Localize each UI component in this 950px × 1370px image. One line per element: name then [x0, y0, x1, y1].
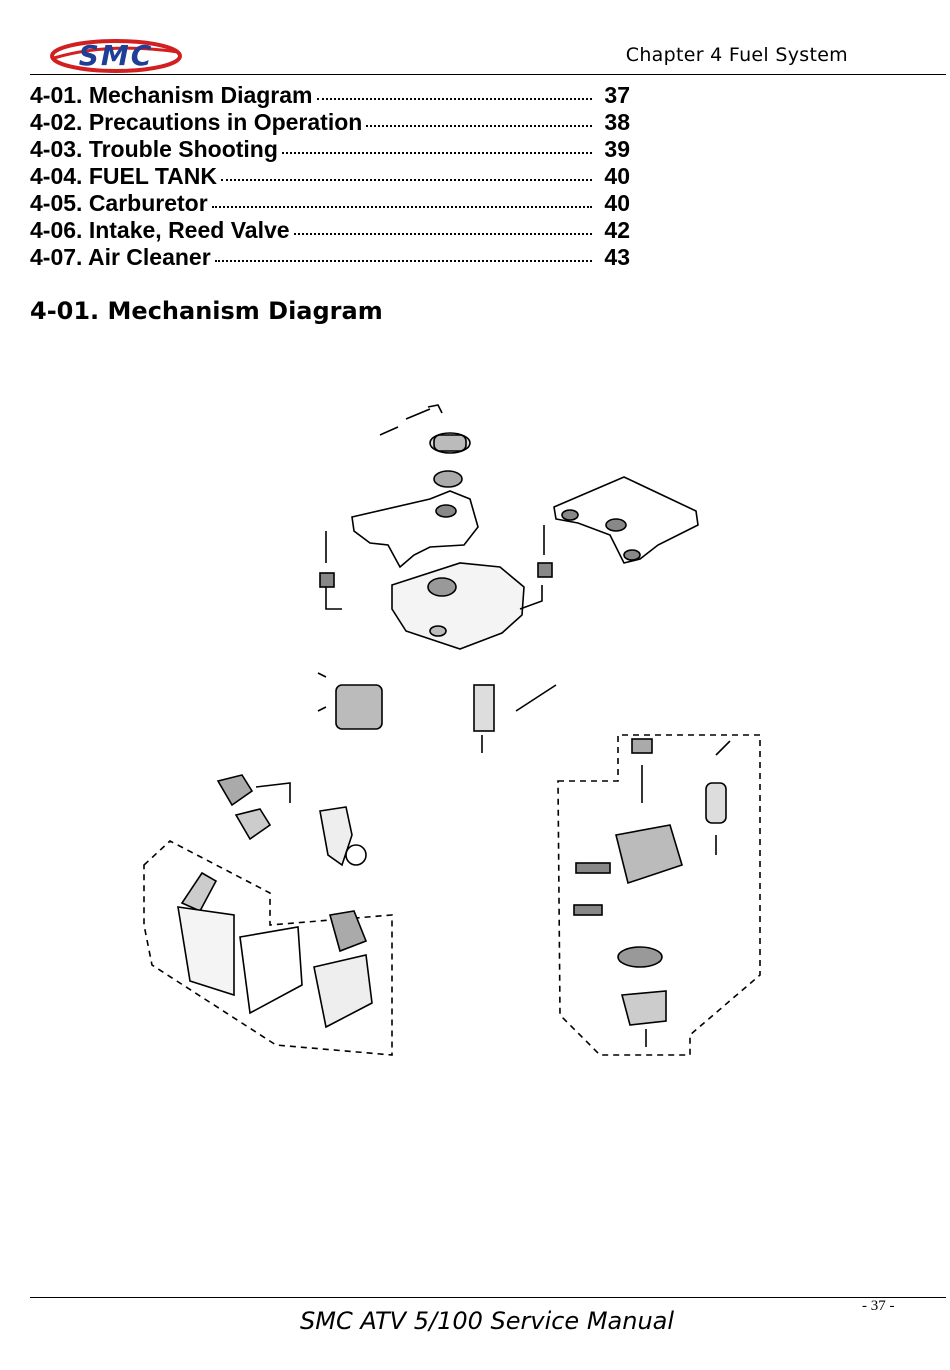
toc-entry[interactable]: 4-07. Air Cleaner 43: [30, 244, 630, 271]
toc-leader-dots: [221, 179, 592, 181]
toc-entry-label: 4-02. Precautions in Operation: [30, 109, 363, 135]
section-title: 4-01. Mechanism Diagram: [30, 297, 383, 325]
toc-leader-dots: [293, 233, 592, 235]
air-cleaner-group-outline: [143, 840, 393, 1056]
footer-divider: [30, 1297, 946, 1298]
smc-logo: SMC: [48, 36, 184, 76]
tank-plate-left-part: [351, 490, 479, 569]
svg-text:SMC: SMC: [79, 39, 154, 72]
toc-entry[interactable]: 4-04. FUEL TANK 40: [30, 163, 630, 190]
toc-entry-label: 4-06. Intake, Reed Valve: [30, 217, 290, 243]
toc-entry-page: 43: [604, 244, 630, 270]
toc-entry[interactable]: 4-02. Precautions in Operation 38: [30, 109, 630, 136]
toc-entry-page: 39: [604, 136, 630, 162]
toc-leader-dots: [214, 260, 592, 262]
chapter-heading: Chapter 4 Fuel System: [625, 44, 848, 66]
tank-plate-right-part: [553, 476, 699, 564]
manual-title: SMC ATV 5/100 Service Manual: [300, 1307, 675, 1335]
toc-entry[interactable]: 4-03. Trouble Shooting 39: [30, 136, 630, 163]
toc-entry-label: 4-03. Trouble Shooting: [30, 136, 278, 162]
toc-entry-label: 4-01. Mechanism Diagram: [30, 82, 313, 108]
fuel-valve-part: [317, 672, 557, 753]
toc-entry[interactable]: 4-06. Intake, Reed Valve 42: [30, 217, 630, 244]
table-of-contents: 4-01. Mechanism Diagram 37 4-02. Precaut…: [30, 82, 630, 271]
carburetor-group-outline: [557, 734, 761, 1056]
toc-entry-label: 4-07. Air Cleaner: [30, 244, 211, 270]
toc-leader-dots: [211, 206, 592, 208]
toc-leader-dots: [316, 98, 592, 100]
air-cleaner-part: [177, 871, 373, 1029]
page-number: - 37 -: [862, 1298, 895, 1314]
fuel-cap-part: [379, 404, 471, 488]
toc-entry[interactable]: 4-05. Carburetor 40: [30, 190, 630, 217]
toc-leader-dots: [366, 125, 592, 127]
toc-entry[interactable]: 4-01. Mechanism Diagram 37: [30, 82, 630, 109]
toc-entry-page: 40: [604, 190, 630, 216]
toc-entry-page: 38: [604, 109, 630, 135]
intake-reed-valve-part: [216, 774, 367, 867]
toc-entry-page: 40: [604, 163, 630, 189]
fuel-system-exploded-diagram: [130, 395, 780, 1065]
toc-entry-label: 4-04. FUEL TANK: [30, 163, 218, 189]
toc-leader-dots: [281, 152, 592, 154]
fuel-tank-part: [319, 525, 553, 650]
toc-entry-page: 42: [604, 217, 630, 243]
carburetor-part: [573, 738, 731, 1047]
toc-entry-page: 37: [604, 82, 630, 108]
header-divider: [30, 74, 946, 75]
toc-entry-label: 4-05. Carburetor: [30, 190, 208, 216]
